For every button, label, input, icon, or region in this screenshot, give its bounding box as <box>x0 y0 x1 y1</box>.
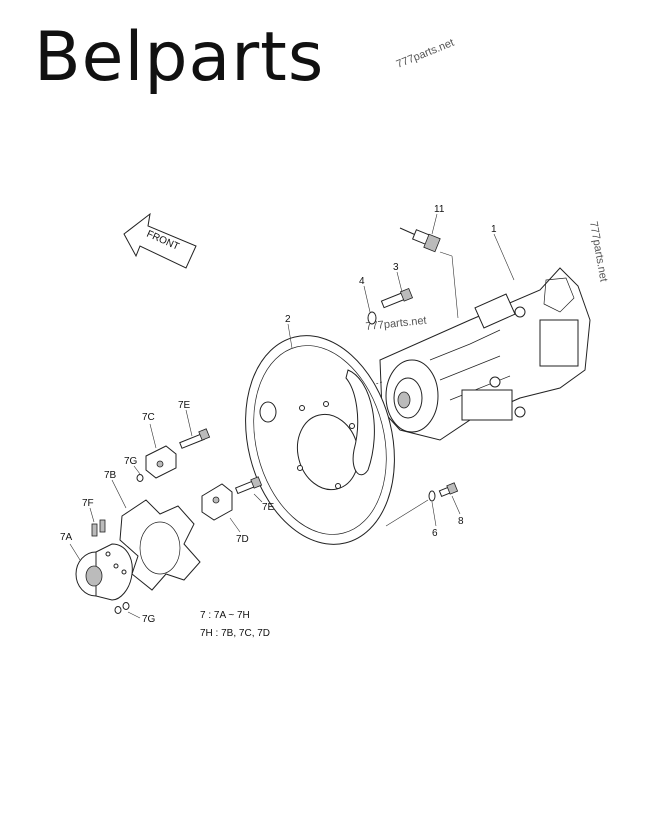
callout-7f: 7F <box>82 498 94 509</box>
callout-1: 1 <box>491 224 497 235</box>
rubber-coupling-element-icon <box>119 499 201 591</box>
sensor-part-icon <box>399 227 441 253</box>
coupling-bolt-top-icon <box>179 428 211 449</box>
callout-11: 11 <box>434 204 445 215</box>
callout-7g-bottom: 7G <box>142 614 156 625</box>
note-line-1: 7 : 7A ~ 7H <box>200 610 250 621</box>
callout-7e-top: 7E <box>178 400 191 411</box>
callout-7g-top: 7G <box>124 456 138 467</box>
callout-7b: 7B <box>104 470 117 481</box>
bolt-part-icon <box>380 287 414 309</box>
pin-part-icon-bottom <box>114 602 130 614</box>
callout-3: 3 <box>393 262 399 273</box>
flywheel-plate-icon <box>245 335 395 545</box>
callout-4: 4 <box>359 276 365 287</box>
washer-part-icon <box>367 311 377 325</box>
callout-2: 2 <box>285 314 291 325</box>
coupling-bolt-mid-icon <box>234 476 263 495</box>
callout-6: 6 <box>432 528 438 539</box>
coupling-hub-icon <box>75 543 133 601</box>
callout-7a: 7A <box>60 532 73 543</box>
front-arrow-icon: FRONT <box>123 212 197 269</box>
watermark-top: 777parts.net <box>395 37 456 71</box>
callout-8: 8 <box>458 516 464 527</box>
small-washer-part-icon <box>428 490 436 502</box>
small-bolt-part-icon <box>438 482 459 498</box>
set-screw-part-icon <box>91 519 106 537</box>
hydraulic-pump-icon <box>379 267 591 441</box>
pin-part-icon-top <box>136 474 144 482</box>
brand-title: Belparts <box>34 18 325 97</box>
note-line-2: 7H : 7B, 7C, 7D <box>200 628 270 639</box>
coupling-bracket-top-icon <box>145 445 177 479</box>
callout-7e-mid: 7E <box>262 502 275 513</box>
callout-7d: 7D <box>236 534 249 545</box>
watermark-right: 777parts.net <box>587 220 609 282</box>
callout-7c: 7C <box>142 412 155 423</box>
coupling-bracket-bottom-icon <box>201 483 233 521</box>
